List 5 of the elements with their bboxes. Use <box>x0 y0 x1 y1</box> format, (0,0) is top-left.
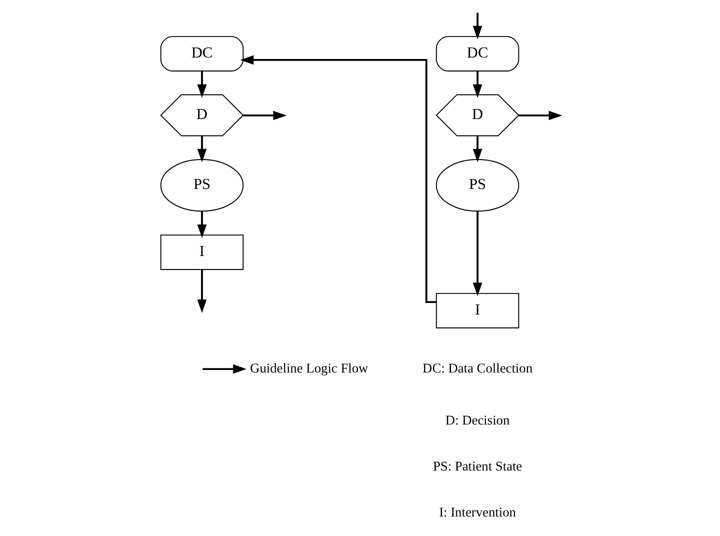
label: DC: Data Collection <box>422 360 532 376</box>
label: D: Decision <box>444 412 510 428</box>
legend-label: Guideline Logic Flow <box>250 360 368 376</box>
label: PS: Patient State <box>432 458 522 474</box>
label: I: Intervention <box>438 504 516 520</box>
